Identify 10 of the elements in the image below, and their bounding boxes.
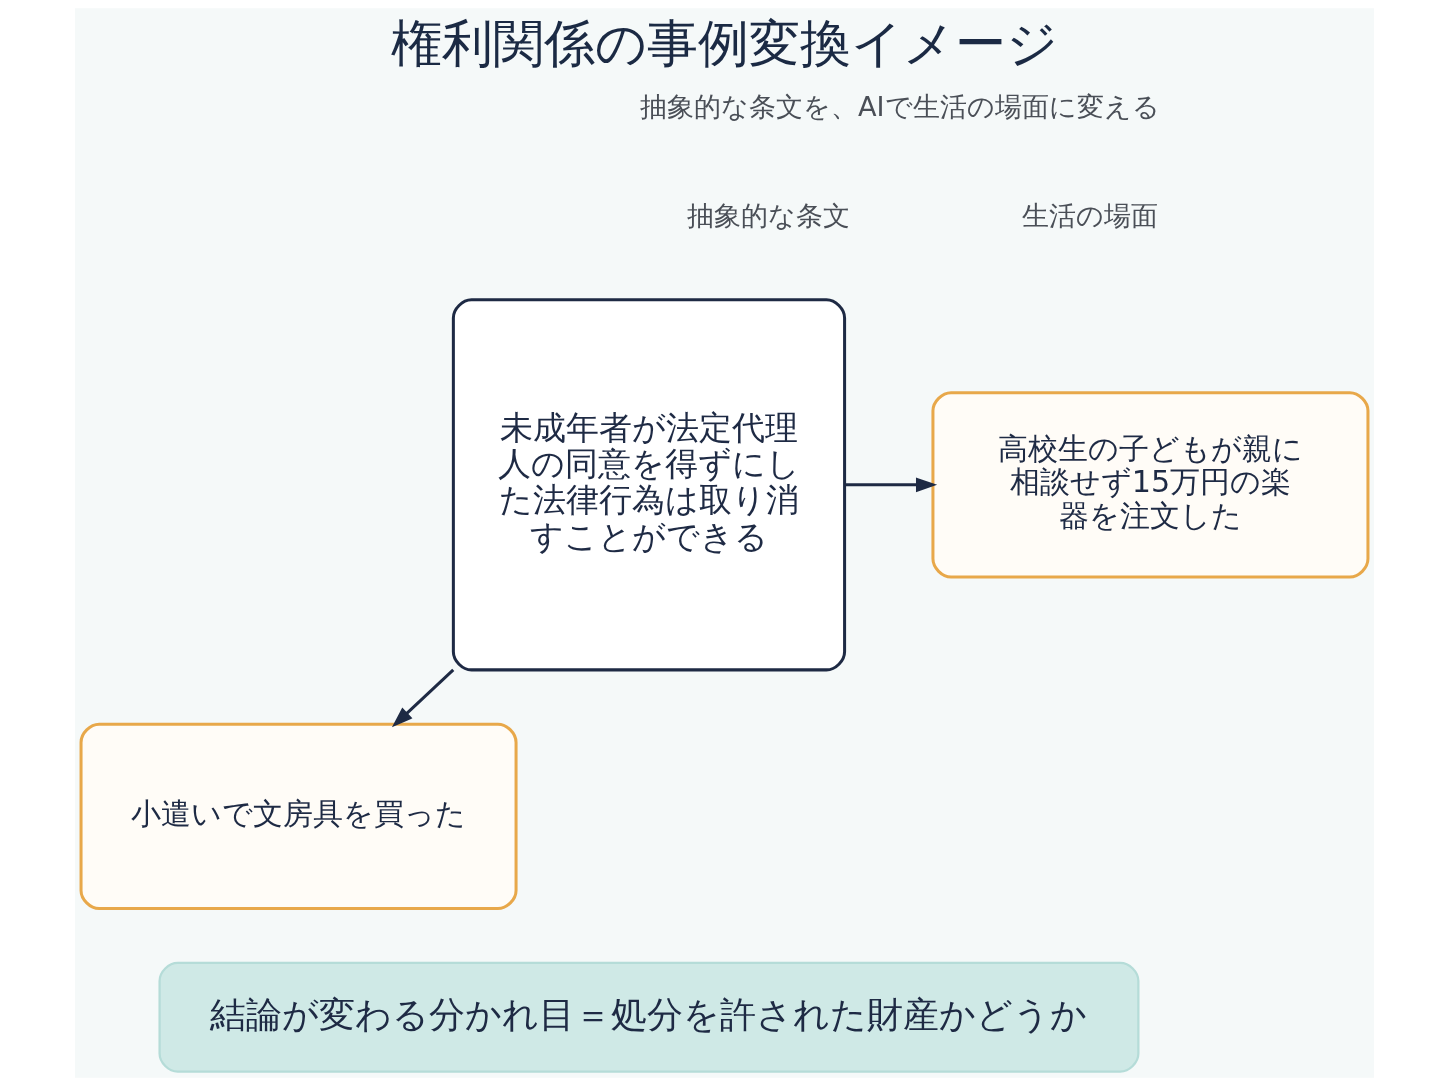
- arrow: [844, 477, 937, 493]
- label: 生活の場面: [1021, 199, 1158, 231]
- arrow: [391, 668, 454, 728]
- label: 抽象的な条文を、AIで生活の場面に変える: [639, 91, 1160, 123]
- label: 抽象的な条文: [686, 199, 850, 231]
- node-box: 高校生の子どもが親に相談せず15万円の楽器を注文した: [930, 391, 1369, 579]
- node-box: 結論が変わる分かれ目＝処分を許された財産かどうか: [157, 961, 1139, 1073]
- diagram-title: 権利関係の事例変換イメージ: [390, 13, 1058, 74]
- node-box: 未成年者が法定代理人の同意を得ずにした法律行為は取り消すことができる: [451, 298, 846, 672]
- node-box: 小遣いで文房具を買った: [79, 722, 518, 911]
